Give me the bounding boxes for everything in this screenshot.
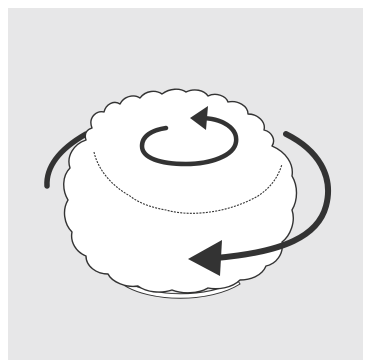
fluffy-pad-icon: [64, 89, 297, 293]
